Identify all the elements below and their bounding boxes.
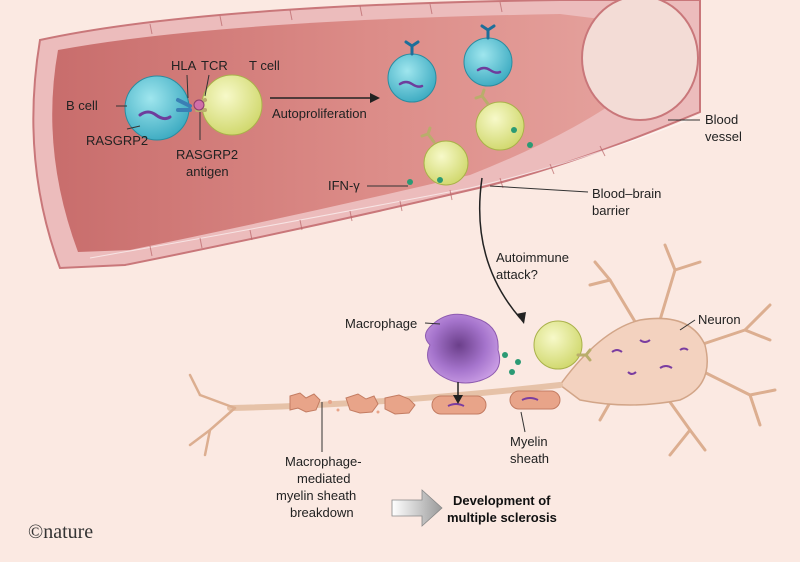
t-cell-clone-1	[474, 88, 525, 151]
myelin-sheath-segments	[431, 390, 561, 415]
label-blood-vessel-line2: vessel	[705, 129, 742, 144]
macrophage	[425, 313, 501, 404]
label-b-cell: B cell	[66, 98, 98, 113]
label-blood-vessel-line1: Blood	[705, 112, 738, 127]
label-ms-line1: Development of	[453, 493, 551, 508]
b-cell-clone-2	[463, 24, 513, 87]
label-neuron: Neuron	[698, 312, 741, 327]
label-autoproliferation: Autoproliferation	[272, 106, 367, 121]
nature-credit: ©nature	[28, 521, 93, 543]
label-rasgrp2: RASGRP2	[86, 133, 148, 148]
label-autoimmune-line1: Autoimmune	[496, 250, 569, 265]
b-cell	[124, 75, 192, 141]
rasgrp2-antigen-dot	[193, 99, 205, 111]
attacking-t-cell	[533, 320, 592, 370]
ifn-gamma-dots	[407, 127, 533, 185]
label-bbb-line2: barrier	[592, 203, 630, 218]
axon	[188, 373, 563, 457]
label-breakdown-line1: Macrophage-	[285, 454, 362, 469]
label-breakdown-line4: breakdown	[290, 505, 354, 520]
progression-arrow	[391, 489, 443, 527]
label-bbb-line1: Blood–brain	[592, 186, 661, 201]
label-macrophage: Macrophage	[345, 316, 417, 331]
leader-lines	[116, 74, 700, 452]
label-rasgrp2-antigen-line1: RASGRP2	[176, 147, 238, 162]
label-t-cell: T cell	[249, 58, 280, 73]
label-autoimmune-line2: attack?	[496, 267, 538, 282]
neuron	[558, 243, 777, 457]
label-breakdown-line3: myelin sheath	[276, 488, 356, 503]
b-cell-clone-1	[387, 40, 437, 103]
label-ifn-gamma: IFN-γ	[328, 178, 360, 193]
label-ms-line2: multiple sclerosis	[447, 510, 557, 525]
label-breakdown-line2: mediated	[297, 471, 350, 486]
label-rasgrp2-antigen-line2: antigen	[186, 164, 229, 179]
autoproliferation-arrow	[270, 93, 380, 103]
label-hla: HLA	[171, 58, 197, 73]
t-cell-clone-2	[420, 126, 469, 186]
label-myelin-line1: Myelin	[510, 434, 548, 449]
ifn-gamma-dots-neuron	[502, 352, 521, 375]
label-myelin-line2: sheath	[510, 451, 549, 466]
autoimmune-attack-arrow	[479, 177, 526, 324]
blood-vessel	[32, 0, 701, 270]
damaged-myelin-segments	[289, 392, 416, 415]
label-tcr: TCR	[201, 58, 228, 73]
